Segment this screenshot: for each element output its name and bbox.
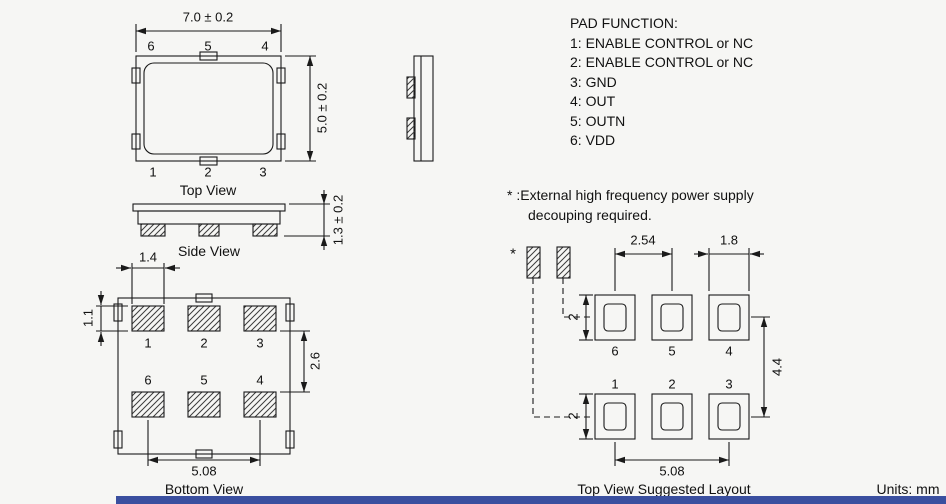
bottom-view-pad-number-3: 3 [256,335,264,351]
layout-pad-number-5: 5 [668,343,676,359]
top-view-package-outline [135,55,282,162]
layout-pad-height-top-dim: 2 [565,313,581,321]
bottom-view-package-outline [117,297,291,455]
decoupling-trace-2 [562,278,592,318]
layout-pad-6 [594,294,636,341]
layout-span-dim: 5.08 [659,463,685,479]
bottom-view-pad-number-6: 6 [144,372,152,388]
top-view-pad-number-3: 3 [259,164,267,180]
bottom-view-pad-4 [243,391,277,418]
pad-function-item-5: 5: OUTN [570,112,626,129]
pad-function-item-2: 2: ENABLE CONTROL or NC [570,54,754,70]
layout-pad-height-bottom-dim: 2 [565,412,581,420]
layout-pad-number-6: 6 [611,343,619,359]
layout-view-label: Top View Suggested Layout [577,481,751,497]
layout-pad-number-2: 2 [668,376,676,392]
bottom-view-pad-number-1: 1 [144,335,152,351]
decoupling-note: * :External high frequency power supply … [507,186,754,225]
bottom-view-pad-3 [243,305,277,332]
layout-row-span-dim: 4.4 [769,357,785,377]
end-view-drawing [406,55,434,162]
top-view-pad-number-5: 5 [204,38,212,54]
bottom-view-pad-number-4: 4 [256,372,264,388]
bottom-view-pad-5 [187,391,221,418]
bottom-view-span-dim: 5.08 [191,463,217,479]
decoupling-note-line2: decouping required. [528,206,652,223]
pad-function-title: PAD FUNCTION: [570,15,678,31]
decoupling-cap-2 [556,246,571,279]
layout-asterisk: * [510,245,516,263]
units-label: Units: mm [876,481,940,497]
side-view-drawing [132,190,330,250]
top-view-pad-number-6: 6 [147,38,155,54]
side-view-body [137,210,281,225]
layout-pad-1 [594,393,636,440]
bottom-view-pad-number-5: 5 [200,372,208,388]
top-view-pad-number-2: 2 [204,164,212,180]
top-view-width-dim: 7.0 ± 0.2 [182,9,234,25]
top-view-castellation-4 [276,67,286,84]
layout-pad-number-3: 3 [725,376,733,392]
layout-pad-width-dim: 1.8 [719,232,739,248]
layout-pad-2 [651,393,693,440]
top-view-drawing [131,24,316,166]
top-view-castellation-1 [131,133,141,150]
side-view-height-dim: 1.3 ± 0.2 [330,194,346,246]
layout-pad-3 [708,393,750,440]
bottom-view-pad-height-dim: 1.1 [80,308,96,328]
bottom-view-drawing [96,263,310,466]
layout-pad-5 [651,294,693,341]
pad-function-item-1: 1: ENABLE CONTROL or NC [570,34,754,51]
bottom-view-label: Bottom View [164,481,244,497]
side-view-label: Side View [177,243,241,259]
bottom-view-pad-number-2: 2 [200,335,208,351]
top-view-label: Top View [179,182,237,198]
layout-pad-number-1: 1 [611,376,619,392]
pad-function-item-6: 6: VDD [570,132,616,148]
suggested-layout-drawing [526,246,770,466]
decoupling-note-line1: * :External high frequency power supply [507,187,754,203]
top-view-pad-number-1: 1 [149,164,157,180]
top-view-height-dim: 5.0 ± 0.2 [314,82,330,134]
top-view-castellation-3 [276,133,286,150]
bottom-view-pad-6 [131,391,165,418]
top-view-pad-number-4: 4 [261,38,269,54]
top-view-castellation-2 [199,156,218,166]
pad-function-item-3: 3: GND [570,73,617,90]
top-view-castellation-6 [131,67,141,84]
side-view-lid [132,203,286,212]
bottom-view-pad-2 [187,305,221,332]
layout-pitch-dim: 2.54 [630,232,656,248]
decoupling-cap-1 [526,246,541,279]
pad-function-list: PAD FUNCTION: 1: ENABLE CONTROL or NC 2:… [570,14,753,151]
top-view-lid [143,62,274,155]
bottom-view-pad-1 [131,305,165,332]
bottom-view-pad-width-dim: 1.4 [138,249,158,265]
top-view-castellation-5 [199,51,218,61]
pad-function-item-4: 4: OUT [570,93,616,109]
layout-pad-4 [708,294,750,341]
footer-bar [116,496,946,504]
layout-pad-number-4: 4 [725,343,733,359]
bottom-view-row-gap-dim: 2.6 [307,351,323,371]
